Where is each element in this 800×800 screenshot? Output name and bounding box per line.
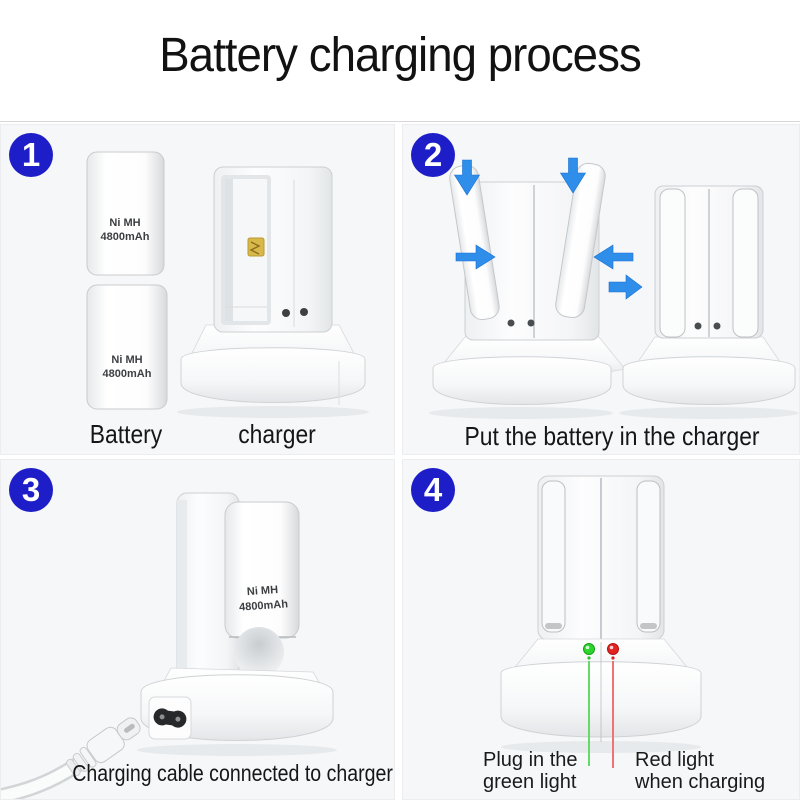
green-led-label-line2: green light: [483, 771, 577, 793]
battery-slot-right: [732, 188, 759, 338]
dock-shadow: [619, 407, 799, 419]
step-3-illustration: Ni MH 4800mAh: [1, 492, 337, 799]
step-1-badge: 1: [9, 133, 53, 177]
step-3-badge: 3: [9, 468, 53, 512]
thumb-notch: [234, 627, 284, 677]
step-2-panel: 2: [402, 124, 800, 455]
step-1-illustration: Ni MH 4800mAh Ni MH 4800mAh: [86, 151, 369, 418]
dock-shadow: [137, 744, 337, 756]
charger-caption: charger: [238, 419, 316, 449]
led-hole-right: [527, 319, 535, 327]
step-4-illustration: [500, 475, 702, 768]
step-3-panel: 3 Ni MH 4800mAh: [0, 459, 395, 800]
step-4-panel: 4 Plug in the green light Red ligh: [402, 459, 800, 800]
battery-caption: Battery: [89, 419, 163, 449]
green-led: [583, 643, 595, 655]
step-2-number: 2: [423, 136, 443, 173]
led-hole-left: [507, 319, 515, 327]
red-led: [607, 643, 619, 655]
step-4-badge: 4: [411, 468, 455, 512]
battery-small: Ni MH 4800mAh: [86, 151, 165, 276]
battery-tilted-right: [555, 162, 606, 319]
power-socket: [148, 696, 192, 740]
battery-installed: Ni MH 4800mAh: [224, 501, 300, 639]
push-in-arrow-icon-left: [455, 244, 496, 270]
battery-slot-left: [541, 480, 566, 633]
battery-slot-left: [659, 188, 686, 338]
next-step-arrow-icon: [608, 274, 643, 300]
step-4-number: 4: [423, 471, 443, 508]
dock-base: [432, 356, 612, 405]
battery-installed-label-line1: Ni MH: [247, 584, 279, 598]
battery-installed-label-line2: 4800mAh: [239, 598, 289, 613]
green-led-highlight: [585, 645, 590, 650]
red-led-stem: [611, 656, 615, 660]
step-1-number: 1: [21, 136, 41, 173]
charging-cable: [1, 717, 141, 799]
green-led-label: Plug in the green light: [483, 749, 578, 793]
red-led-label-line2: when charging: [635, 771, 766, 793]
tower-left-shade: [177, 500, 187, 672]
battery-slot-right: [636, 480, 661, 633]
dock-shadow: [429, 407, 613, 419]
down-arrow-icon-right: [559, 157, 587, 194]
red-led-label: Red light when charging: [635, 749, 765, 793]
title-divider: [0, 121, 800, 122]
open-bay-shadow: [225, 179, 233, 321]
dock-base: [622, 356, 796, 405]
charger-inserted: [619, 185, 799, 419]
gold-contact: [247, 237, 265, 257]
battery-small-label-line1: Ni MH: [109, 217, 140, 229]
dock-shadow: [501, 741, 701, 753]
step-1-panel: 1 Ni MH 4800mAh Ni MH 4800mAh: [0, 124, 395, 455]
battery-large: Ni MH 4800mAh: [86, 284, 168, 410]
led-hole-right: [713, 322, 721, 330]
green-led-stem: [587, 656, 591, 660]
charger-inserting: [429, 157, 634, 419]
charger-with-battery: Ni MH 4800mAh: [137, 492, 337, 756]
charger-front: [500, 475, 702, 768]
cable-core: [1, 759, 83, 799]
led-hole-right: [300, 308, 308, 316]
step-3-number: 3: [21, 471, 41, 508]
slot-latch-left: [545, 623, 562, 629]
step-2-illustration: [429, 157, 799, 419]
dock-base: [180, 347, 366, 403]
step-2-caption: Put the battery in the charger: [464, 421, 760, 451]
dock-shadow: [177, 406, 369, 418]
red-led-highlight: [609, 645, 614, 650]
page-title: Battery charging process: [159, 29, 642, 82]
step-2-badge: 2: [411, 133, 455, 177]
charger-dock: [177, 166, 369, 418]
push-in-arrow-icon-right: [593, 244, 634, 270]
cable-plug: [65, 717, 141, 777]
led-hole-left: [694, 322, 702, 330]
down-arrow-icon-left: [453, 159, 481, 196]
green-led-label-line1: Plug in the: [483, 749, 578, 771]
led-hole-left: [282, 309, 290, 317]
step-3-caption: Charging cable connected to charger: [72, 760, 393, 786]
slot-latch-right: [640, 623, 657, 629]
battery-large-label-line1: Ni MH: [111, 354, 142, 366]
battery-large-label-line2: 4800mAh: [103, 368, 152, 380]
battery-small-label-line2: 4800mAh: [101, 231, 150, 243]
red-led-label-line1: Red light: [635, 749, 714, 771]
